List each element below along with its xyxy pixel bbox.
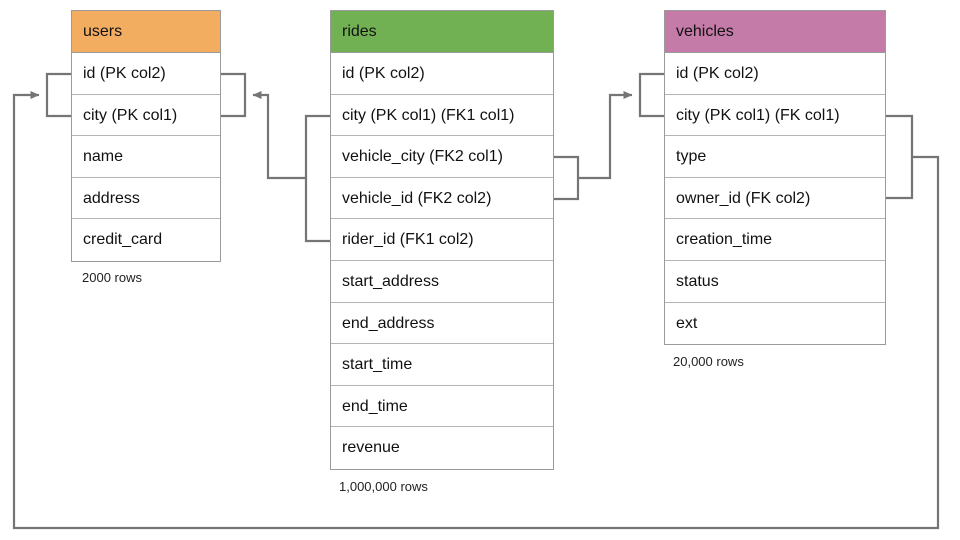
users-right-bracket (221, 72, 247, 118)
column-row[interactable]: city (PK col1) (FK1 col1) (331, 94, 553, 137)
column-row[interactable]: address (72, 177, 220, 220)
column-row[interactable]: status (665, 260, 885, 303)
entity-table-users[interactable]: users id (PK col2) city (PK col1) name a… (71, 10, 221, 262)
rides-left-bracket (304, 114, 330, 243)
column-row[interactable]: vehicle_id (FK2 col2) (331, 177, 553, 220)
users-left-bracket (45, 72, 71, 118)
row-count-rides: 1,000,000 rows (339, 479, 428, 494)
rides-right-bracket (554, 155, 580, 201)
table-header-users: users (72, 11, 220, 53)
table-header-rides: rides (331, 11, 553, 53)
column-row[interactable]: end_time (331, 385, 553, 428)
vehicles-right-bracket (886, 114, 914, 200)
entity-table-vehicles[interactable]: vehicles id (PK col2) city (PK col1) (FK… (664, 10, 886, 346)
column-row[interactable]: city (PK col1) (72, 94, 220, 137)
column-row[interactable]: id (PK col2) (331, 53, 553, 95)
column-row[interactable]: ext (665, 302, 885, 345)
row-count-users: 2000 rows (82, 270, 142, 285)
table-header-vehicles: vehicles (665, 11, 885, 53)
column-row[interactable]: city (PK col1) (FK col1) (665, 94, 885, 137)
fk1-connector-line (252, 91, 306, 180)
column-row[interactable]: owner_id (FK col2) (665, 177, 885, 220)
column-row[interactable]: creation_time (665, 219, 885, 261)
column-row[interactable]: name (72, 136, 220, 178)
column-row[interactable]: id (PK col2) (665, 53, 885, 95)
column-row[interactable]: start_time (331, 344, 553, 386)
fk2-connector-line (578, 91, 633, 180)
entity-table-rides[interactable]: rides id (PK col2) city (PK col1) (FK1 c… (330, 10, 554, 470)
column-row[interactable]: vehicle_city (FK2 col1) (331, 136, 553, 178)
column-row[interactable]: revenue (331, 427, 553, 469)
vehicles-left-bracket (638, 72, 664, 118)
row-count-vehicles: 20,000 rows (673, 354, 744, 369)
column-row[interactable]: type (665, 136, 885, 178)
column-row[interactable]: end_address (331, 302, 553, 345)
column-row[interactable]: id (PK col2) (72, 53, 220, 95)
column-row[interactable]: rider_id (FK1 col2) (331, 219, 553, 261)
column-row[interactable]: credit_card (72, 219, 220, 261)
column-row[interactable]: start_address (331, 260, 553, 303)
